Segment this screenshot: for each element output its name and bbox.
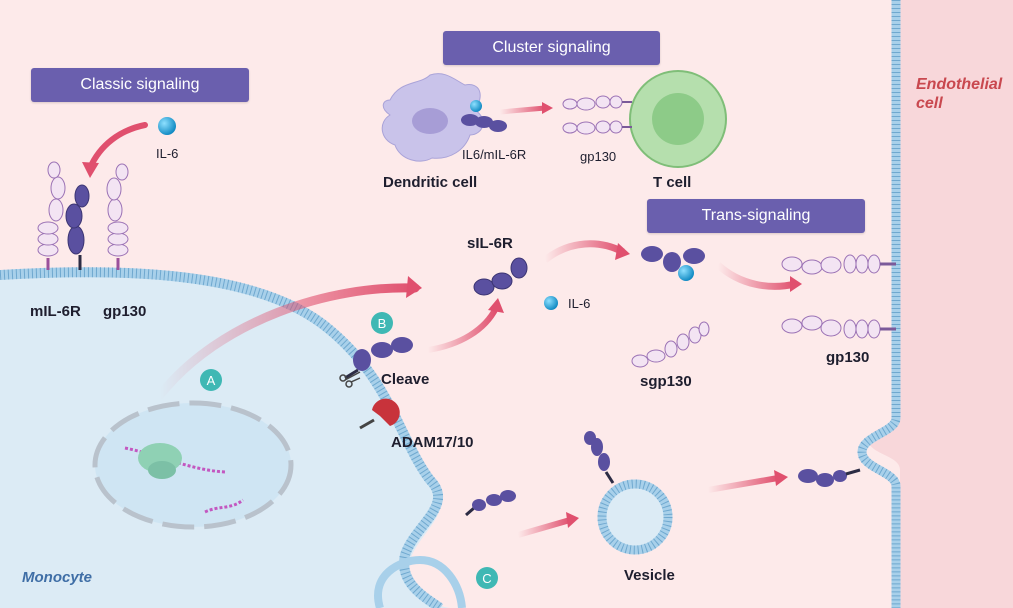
arrow-trans-to-endo [715, 262, 796, 290]
il6-trans-label: IL-6 [568, 296, 591, 311]
sgp130-label: sgp130 [640, 373, 692, 390]
budding-membrane [374, 555, 466, 608]
cleaved-receptor [344, 337, 413, 380]
vesicle-shape [584, 431, 673, 555]
badge-b: B [371, 312, 393, 334]
t-cell-label: T cell [653, 174, 692, 191]
arrow-vesicle [707, 475, 779, 493]
cluster-signaling-banner: Cluster signaling [443, 31, 660, 65]
dendritic-cell-shape [381, 73, 484, 162]
gp130-endo-label: gp130 [826, 349, 870, 366]
nucleus [92, 400, 294, 530]
gp130-cluster-receptors [562, 95, 623, 135]
endothelial-label-line2: cell [916, 95, 943, 112]
monocyte-label: Monocyte [22, 569, 93, 586]
mil6r-label: mIL-6R [30, 303, 81, 320]
dendritic-cell-label: Dendritic cell [383, 174, 478, 191]
il6-classic-label: IL-6 [156, 146, 179, 161]
endothelial-membrane [857, 0, 901, 608]
il6-mil6r-complex [461, 100, 507, 132]
endothelial-cell [868, 0, 1013, 608]
sil6r-label: sIL-6R [467, 235, 513, 252]
adam-enzyme [359, 398, 400, 430]
badge-a: A [200, 369, 222, 391]
budding-receptor [465, 490, 516, 517]
t-cell-shape [629, 70, 727, 168]
il6-mil6r-label: IL6/mIL-6R [462, 147, 527, 162]
badge-c: C [476, 567, 498, 589]
il6-classic-molecule [158, 117, 176, 135]
sil6r-molecule [473, 257, 528, 296]
gp130-classic-label: gp130 [103, 303, 147, 320]
classic-signaling-banner: Classic signaling [31, 68, 249, 102]
scissors-icon [339, 371, 361, 388]
cleave-label: Cleave [381, 371, 430, 388]
arrow-c [517, 517, 571, 538]
arrow-cluster [499, 105, 546, 115]
arrow-to-trans [542, 240, 625, 263]
vesicle-label: Vesicle [624, 567, 675, 584]
trans-complex [641, 246, 705, 281]
endothelial-label-line1: Endothelial [916, 76, 1003, 93]
arrow-classic [87, 122, 148, 171]
mil6r-receptor [65, 184, 90, 270]
arrow-a [155, 283, 420, 400]
gp130-right-receptor [106, 163, 129, 270]
gp130-cluster-label: gp130 [580, 149, 617, 164]
gp130-left-receptor [37, 161, 66, 270]
sgp130-molecule [631, 321, 710, 368]
arrow-b [427, 306, 499, 353]
adam-label: ADAM17/10 [391, 434, 474, 451]
gp130-endothelial [781, 254, 881, 339]
trans-signaling-banner: Trans-signaling [647, 199, 865, 233]
il6-free-molecule [544, 296, 558, 310]
fused-receptor [798, 468, 861, 487]
